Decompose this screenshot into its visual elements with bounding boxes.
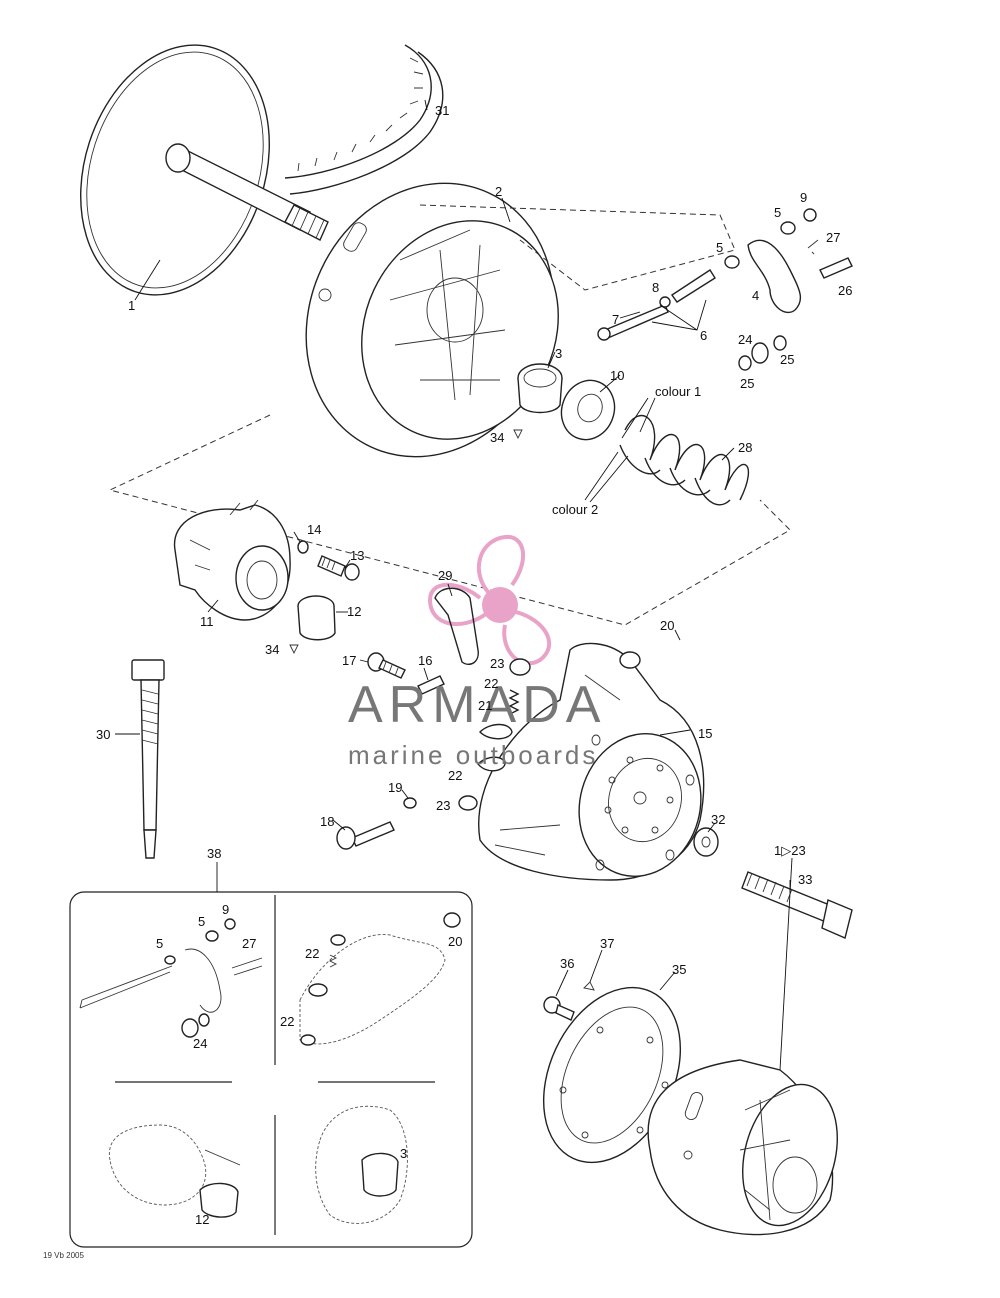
washer-10 [560, 379, 616, 441]
label-colour-2: colour 2 [552, 502, 598, 517]
callout-16: 16 [418, 653, 432, 668]
callout-18: 18 [320, 814, 334, 829]
inset-callout-12: 12 [195, 1212, 209, 1227]
callout-29: 29 [438, 568, 452, 583]
screw-36 [543, 996, 575, 1021]
watermark: ARMADA marine outboards [348, 676, 606, 770]
callout-25b: 25 [740, 376, 754, 391]
callout-labels: 1 2 3 4 5 5 6 7 8 9 10 11 12 13 14 15 16… [96, 103, 852, 977]
callout-21: 21 [478, 698, 492, 713]
inset-callout-27: 27 [242, 936, 256, 951]
callout-35: 35 [672, 962, 686, 977]
bolt-33 [741, 871, 853, 939]
callout-25a: 25 [780, 352, 794, 367]
watermark-brand: ARMADA [348, 676, 606, 734]
callout-23b: 23 [436, 798, 450, 813]
washer-14 [297, 540, 309, 554]
callout-32: 32 [711, 812, 725, 827]
inset-callout-22a: 22 [305, 946, 319, 961]
callout-4: 4 [752, 288, 759, 303]
callout-19: 19 [388, 780, 402, 795]
callout-12: 12 [347, 604, 361, 619]
callout-36: 36 [560, 956, 574, 971]
assembly-line-upper [419, 204, 736, 291]
movable-sheave [305, 182, 559, 458]
diagram-code: 19 Vb 2005 [43, 1251, 84, 1260]
drive-belt [284, 44, 444, 195]
fixed-sheave-with-shaft [80, 44, 329, 296]
lockwasher-37 [583, 981, 595, 991]
inset-callout-5b: 5 [156, 936, 163, 951]
callout-33: 33 [798, 872, 812, 887]
callout-1-to-23: 1▷23 [774, 843, 806, 858]
small-parts-group [336, 652, 531, 850]
callout-11: 11 [200, 614, 214, 629]
callout-17: 17 [342, 653, 356, 668]
callout-14: 14 [307, 522, 321, 537]
callout-34b: 34 [265, 642, 279, 657]
callout-15: 15 [698, 726, 712, 741]
leader-lines [115, 99, 793, 1071]
callout-26: 26 [838, 283, 852, 298]
callout-22b: 22 [448, 768, 462, 783]
callout-13: 13 [350, 548, 364, 563]
watermark-tagline: marine outboards [348, 740, 598, 770]
callout-24: 24 [738, 332, 752, 347]
callout-3: 3 [555, 346, 562, 361]
callout-1: 1 [128, 298, 135, 313]
callout-5-mid: 5 [716, 240, 723, 255]
lever-assembly [597, 208, 853, 371]
callout-23a: 23 [490, 656, 504, 671]
setscrew-34a [513, 429, 523, 440]
callout-38: 38 [207, 846, 221, 861]
washer-32 [693, 827, 719, 857]
roller-housing-11 [173, 499, 291, 621]
spring-28 [619, 414, 750, 506]
callout-20: 20 [660, 618, 674, 633]
callout-5-top: 5 [774, 205, 781, 220]
inset-callout-20: 20 [448, 934, 462, 949]
setscrew-34b [289, 644, 299, 655]
callout-10: 10 [610, 368, 624, 383]
inset-callout-5a: 5 [198, 914, 205, 929]
housing-15 [478, 642, 705, 881]
inset-callout-3: 3 [400, 1146, 407, 1161]
callout-8: 8 [652, 280, 659, 295]
label-colour-1: colour 1 [655, 384, 701, 399]
inset-callout-24: 24 [193, 1036, 207, 1051]
callout-27: 27 [826, 230, 840, 245]
callout-2: 2 [495, 184, 502, 199]
drive-pulley-assembly [647, 1059, 838, 1236]
inset-callout-labels: 5 5 9 27 24 22 22 20 12 3 [156, 902, 462, 1227]
bushing-12 [297, 595, 336, 641]
bushing-3 [517, 363, 563, 414]
callout-28: 28 [738, 440, 752, 455]
inset-kit-38 [69, 862, 473, 1248]
brand-logo [427, 534, 552, 666]
callout-34a: 34 [490, 430, 504, 445]
assembly-line-middle [108, 414, 791, 626]
callout-37: 37 [600, 936, 614, 951]
callout-22a: 22 [484, 676, 498, 691]
screw-13 [317, 555, 360, 581]
bolt-30 [131, 659, 165, 859]
callout-30: 30 [96, 727, 110, 742]
inset-callout-9: 9 [222, 902, 229, 917]
callout-7: 7 [612, 312, 619, 327]
callout-31: 31 [435, 103, 449, 118]
arm-29 [434, 587, 479, 666]
callout-6: 6 [700, 328, 707, 343]
callout-9: 9 [800, 190, 807, 205]
inset-callout-22b: 22 [280, 1014, 294, 1029]
